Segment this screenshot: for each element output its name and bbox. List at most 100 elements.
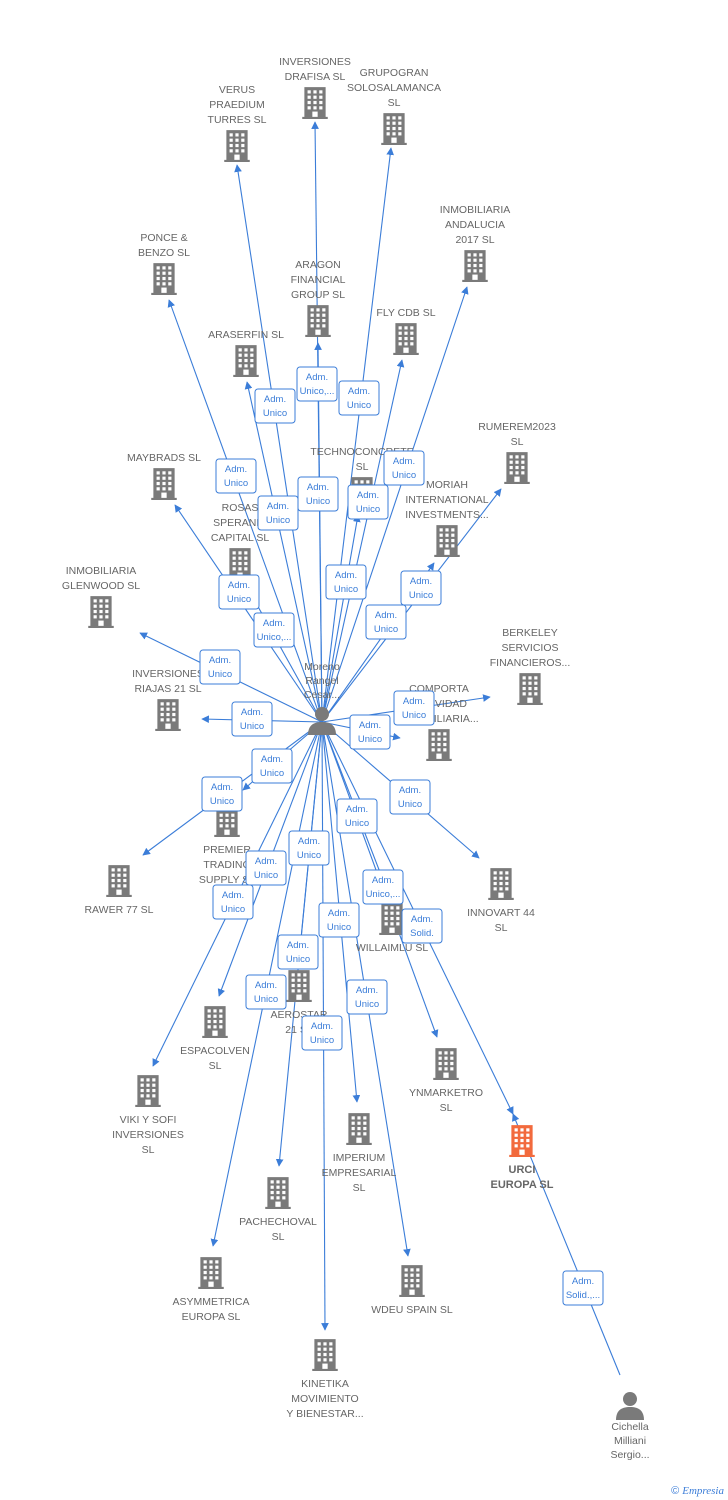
- company-label: INVERSIONES: [132, 668, 204, 680]
- relation-label: Unico: [398, 799, 422, 810]
- company-label: MOVIMIENTO: [291, 1393, 358, 1405]
- relation-badge-wdeu[interactable]: Adm.Unico: [346, 979, 388, 1015]
- relation-label: Unico: [310, 1035, 334, 1046]
- relation-label: Unico: [208, 669, 232, 680]
- relation-badge-aragon[interactable]: Adm.Unico: [297, 476, 339, 512]
- relation-badge-technoconcrete[interactable]: Adm.Unico: [325, 564, 367, 600]
- edge-cichella-urci: [512, 1113, 621, 1376]
- relation-badge-box: [251, 748, 293, 784]
- relation-badge-box: [347, 484, 389, 520]
- relation-badge-box: [201, 776, 243, 812]
- company-label: SPERANDI: [213, 517, 267, 529]
- company-label: VIKI Y SOFI: [120, 1114, 177, 1126]
- company-label: SUPPLY SL: [199, 874, 255, 886]
- relation-badge-espacolven[interactable]: Adm.Unico: [245, 850, 287, 886]
- person-node-cichella[interactable]: CichellaMillianiSergio...: [610, 1392, 650, 1461]
- relation-badge-ynmarketro[interactable]: Adm.Unico: [336, 798, 378, 834]
- building-icon: [488, 868, 514, 900]
- relation-badge-box: [338, 380, 380, 416]
- company-node-araserfin[interactable]: ARASERFIN SL: [208, 329, 284, 377]
- company-node-ponce[interactable]: PONCE & BENZO SL: [138, 232, 190, 295]
- company-node-flycdb[interactable]: FLY CDB SL: [376, 307, 436, 355]
- relation-badge-araserfin[interactable]: Adm.Unico: [257, 495, 299, 531]
- relation-badge-vikisofi[interactable]: Adm.Unico: [212, 884, 254, 920]
- edge-moreno-verus: [234, 164, 323, 723]
- relation-badge-cichella-urci[interactable]: Adm.Solid.,...: [562, 1270, 604, 1306]
- relation-badge-box: [346, 979, 388, 1015]
- company-label: RUMEREM2023: [478, 421, 556, 433]
- relation-badge-glenwood[interactable]: Adm.Unico: [199, 649, 241, 685]
- company-node-maybrads[interactable]: MAYBRADS SL: [127, 452, 201, 500]
- relation-badge-verus[interactable]: Adm.Unico: [254, 388, 296, 424]
- relation-badge-asymmetrica[interactable]: Adm.Unico: [245, 974, 287, 1010]
- edge-moreno-araserfin: [244, 381, 323, 723]
- relation-badge-maybrads[interactable]: Adm.Unico: [218, 574, 260, 610]
- company-node-berkeley[interactable]: BERKELEYSERVICIOSFINANCIEROS...: [490, 627, 571, 705]
- relation-badge-rosas[interactable]: Adm.Unico,...: [253, 612, 295, 648]
- building-icon: [346, 1113, 372, 1145]
- relation-badge-riajas[interactable]: Adm.Unico: [231, 701, 273, 737]
- relation-label: Unico: [254, 994, 278, 1005]
- company-node-wdeu[interactable]: WDEU SPAIN SL: [371, 1265, 453, 1316]
- company-node-rawer[interactable]: RAWER 77 SL: [84, 865, 154, 916]
- relation-badge-urci[interactable]: Adm.Solid.: [401, 908, 443, 944]
- company-label: ARASERFIN SL: [208, 329, 284, 341]
- relation-label: Adm.: [359, 720, 381, 731]
- relation-badge-ponce[interactable]: Adm.Unico: [215, 458, 257, 494]
- relation-badge-rawer[interactable]: Adm.Unico: [201, 776, 243, 812]
- relation-badge-imperium[interactable]: Adm.Unico: [318, 902, 360, 938]
- footer-brand[interactable]: © Empresia: [671, 1485, 724, 1497]
- building-icon: [202, 1006, 228, 1038]
- relation-badge-grupogran[interactable]: Adm.Unico: [338, 380, 380, 416]
- relation-badge-innovart[interactable]: Adm.Unico: [389, 779, 431, 815]
- company-label: EUROPA SL: [491, 1179, 554, 1191]
- company-label: SL: [356, 461, 369, 473]
- person-label: Cesar...: [304, 689, 340, 701]
- relation-badge-kinetika[interactable]: Adm.Unico: [301, 1015, 343, 1051]
- company-label: PONCE &: [140, 232, 187, 244]
- person-node-moreno[interactable]: MorenoRangelCesar...: [304, 661, 340, 735]
- relation-badge-drafisa[interactable]: Adm.Unico,...: [296, 366, 338, 402]
- relation-badge-comporta[interactable]: Adm.Unico: [349, 714, 391, 750]
- relation-label: Adm.: [572, 1276, 594, 1287]
- relation-badge-moriah[interactable]: Adm.Unico: [365, 604, 407, 640]
- company-node-moriah[interactable]: MORIAHINTERNATIONALINVESTMENTS...: [405, 479, 489, 557]
- relation-badge-rumerem[interactable]: Adm.Unico: [400, 570, 442, 606]
- relation-badge-aerostar[interactable]: Adm.Unico: [277, 934, 319, 970]
- company-label: BENZO SL: [138, 247, 190, 259]
- relation-label: Adm.: [328, 908, 350, 919]
- company-node-willaimlu[interactable]: WILLAIMLU SL: [356, 903, 429, 954]
- building-icon: [135, 1075, 161, 1107]
- relation-badge-box: [318, 902, 360, 938]
- relation-badge-willaimlu[interactable]: Adm.Unico,...: [362, 869, 404, 905]
- relation-badge-pachechoval[interactable]: Adm.Unico: [288, 830, 330, 866]
- building-icon: [155, 699, 181, 731]
- relation-badge-inmoandalucia[interactable]: Adm.Unico: [383, 450, 425, 486]
- company-label: MORIAH: [426, 479, 468, 491]
- company-label: SL: [353, 1182, 366, 1194]
- relation-badge-berkeley[interactable]: Adm.Unico: [393, 690, 435, 726]
- relation-badge-box: [325, 564, 367, 600]
- relation-badge-premier[interactable]: Adm.Unico: [251, 748, 293, 784]
- relation-badge-flycdb[interactable]: Adm.Unico: [347, 484, 389, 520]
- relation-label: Adm.: [356, 985, 378, 996]
